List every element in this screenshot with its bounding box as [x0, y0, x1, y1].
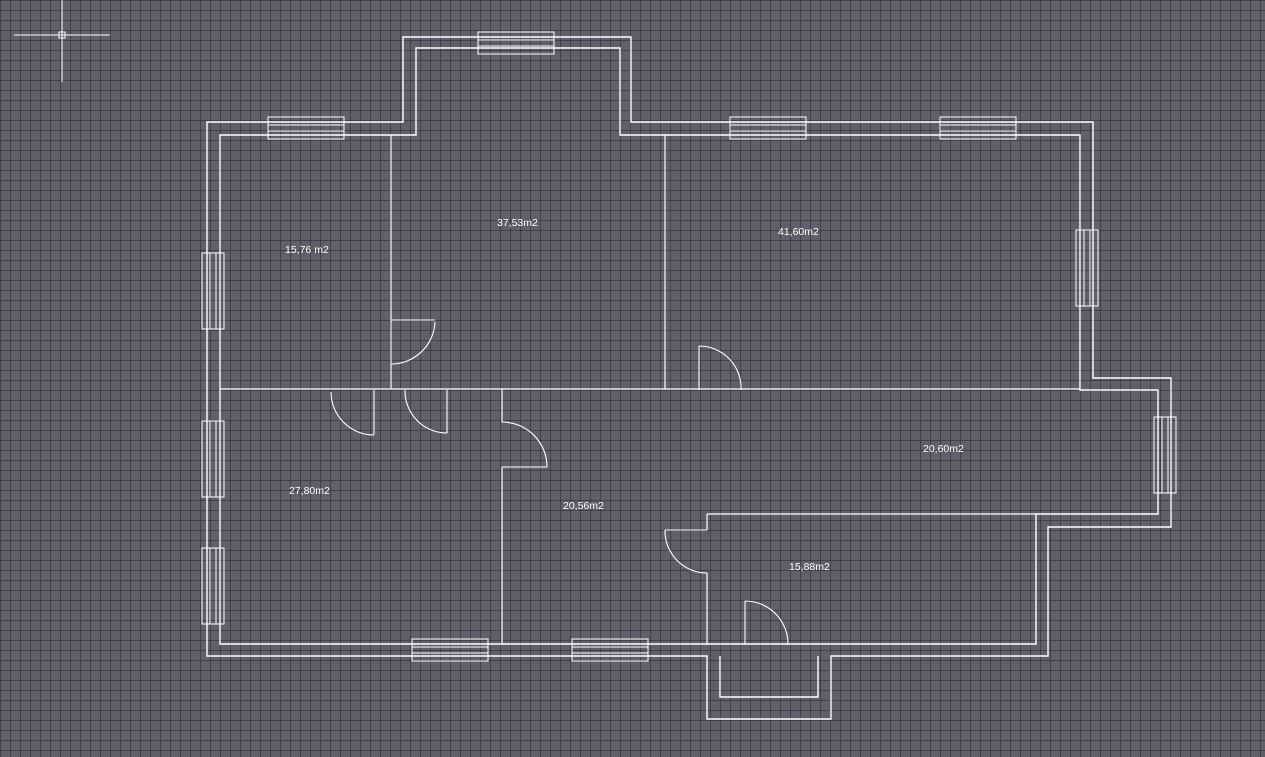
room-area-label-3: 41,60m2	[778, 226, 819, 238]
window-icon	[939, 116, 1017, 140]
balcony-inner-line	[719, 656, 819, 698]
interior-partitions	[220, 135, 1080, 644]
room-area-label-5: 20,56m2	[563, 500, 604, 512]
window-icon	[1153, 416, 1177, 494]
room-area-label-7: 15,88m2	[789, 561, 830, 573]
outer-wall-outer-line	[206, 36, 1172, 720]
room-area-label-2: 37,53m2	[497, 217, 538, 229]
window-icon	[571, 638, 649, 662]
window-icon	[267, 116, 345, 140]
window-icon	[477, 31, 555, 55]
window-icon	[729, 116, 807, 140]
window-icon	[201, 420, 225, 498]
door-swing-icon	[664, 529, 708, 574]
door-swing-icon	[404, 389, 448, 434]
door-swing-icon	[698, 345, 742, 391]
outer-wall-inner-line	[219, 47, 1159, 645]
crosshair-cursor-icon	[14, 0, 110, 82]
room-area-label-1: 15,76 m2	[285, 244, 329, 256]
window-icon	[1075, 229, 1099, 307]
door-swing-icon	[744, 600, 789, 645]
room-area-label-4: 27,80m2	[289, 485, 330, 497]
door-swing-icon	[330, 390, 375, 436]
door-swing-icon	[501, 421, 548, 468]
window-icon	[201, 252, 225, 330]
window-icon	[201, 547, 225, 625]
room-area-label-6: 20,60m2	[923, 443, 964, 455]
window-icon	[411, 638, 489, 662]
door-swing-icon	[390, 319, 436, 365]
